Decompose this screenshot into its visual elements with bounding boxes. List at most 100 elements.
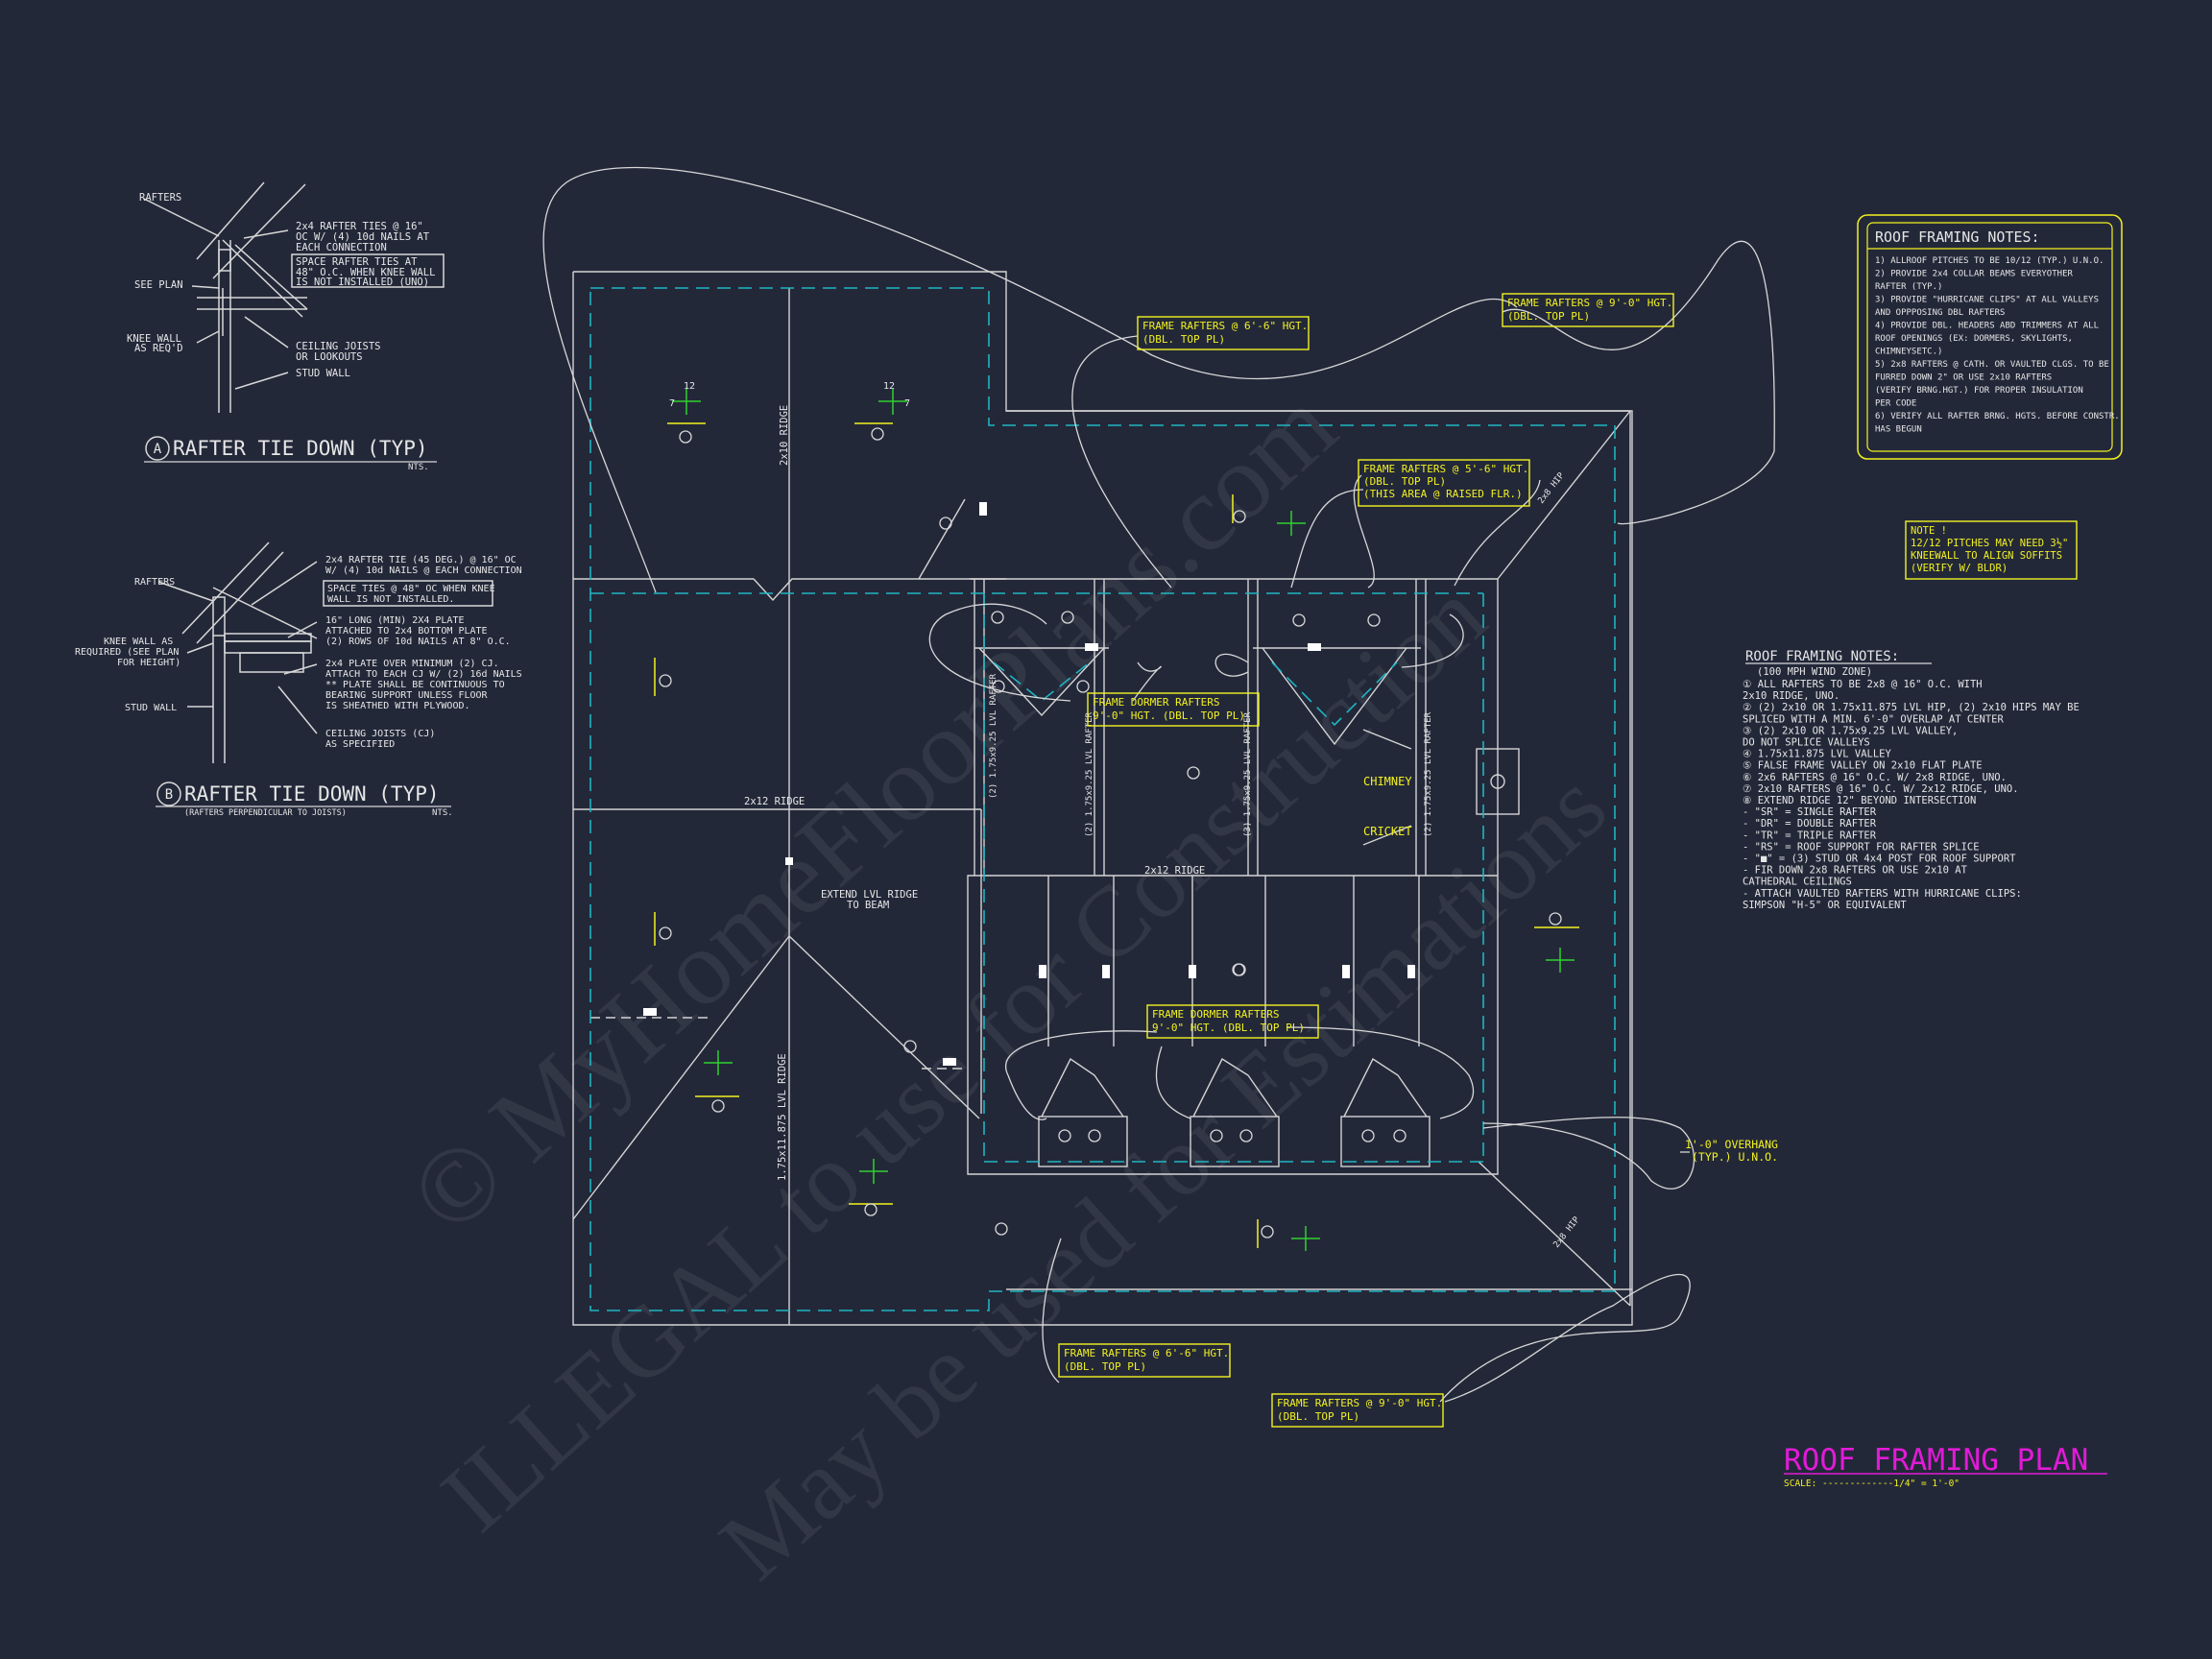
label-lvl-ridge: 1.75x11.875 LVL RIDGE xyxy=(777,1053,788,1181)
note-line-4: (VERIFY W/ BLDR) xyxy=(1911,563,2008,574)
label-ties-3: EACH CONNECTION xyxy=(296,242,387,253)
label-cj-2: AS SPECIFIED xyxy=(325,739,395,750)
notes-box-title: ROOF FRAMING NOTES: xyxy=(1875,228,2040,246)
detail-b-scale: NTS. xyxy=(432,808,453,818)
label-over-4: BEARING SUPPORT UNLESS FLOOR xyxy=(325,690,489,701)
callout-5-line-1: FRAME DORMER RAFTERS xyxy=(1152,1008,1279,1021)
callout-box-3: FRAME RAFTERS @ 5'-6" HGT. (DBL. TOP PL)… xyxy=(1358,459,1530,507)
pitch-mark-1: 12 7 xyxy=(669,381,701,415)
notes-list-line: ① ALL RAFTERS TO BE 2x8 @ 16" O.C. WITH xyxy=(1743,679,1983,690)
callout-6-line-2: (DBL. TOP PL) xyxy=(1064,1360,1146,1373)
label-stud-wall-a: STUD WALL xyxy=(296,368,350,379)
label-ridge-2x12-mid: 2x12 RIDGE xyxy=(1144,865,1205,877)
detail-b-marker: B xyxy=(165,787,173,803)
callout-1-line-2: (DBL. TOP PL) xyxy=(1142,333,1225,346)
notes-box-line: HAS BEGUN xyxy=(1875,425,1922,435)
detail-a-rafter-tie-down xyxy=(143,181,445,413)
pitch-mark-5 xyxy=(859,1159,888,1184)
callout-3-line-2: (DBL. TOP PL) xyxy=(1363,475,1446,488)
notes-list-line: - ATTACH VAULTED RAFTERS WITH HURRICANE … xyxy=(1743,888,2022,900)
notes-box-line: ROOF OPENINGS (EX: DORMERS, SKYLIGHTS, xyxy=(1875,334,2073,344)
pitch-rise: 12 xyxy=(883,381,895,392)
label-knee-b3: FOR HEIGHT) xyxy=(117,658,180,668)
label-over-2: ATTACH TO EACH CJ W/ (2) 16d NAILS xyxy=(325,669,522,680)
notes-list-line: SIMPSON "H-5" OR EQUIVALENT xyxy=(1743,900,1907,911)
label-extend-2: TO BEAM xyxy=(847,900,889,911)
callout-3-line-1: FRAME RAFTERS @ 5'-6" HGT. xyxy=(1363,463,1528,475)
label-hip-top: 2x8 HIP xyxy=(1536,470,1567,506)
post-markers xyxy=(643,502,1415,1066)
label-hip-bottom: 2x8 HIP xyxy=(1551,1214,1582,1250)
label-over-3: ** PLATE SHALL BE CONTINUOUS TO xyxy=(325,680,505,690)
notes-list-line: - "TR" = TRIPLE RAFTER xyxy=(1743,830,1877,841)
detail-a-scale: NTS. xyxy=(408,463,429,472)
label-ties-2: OC W/ (4) 10d NAILS AT xyxy=(296,231,430,243)
callout-1-line-1: FRAME RAFTERS @ 6'-6" HGT. xyxy=(1142,320,1308,332)
callout-7-line-1: FRAME RAFTERS @ 9'-0" HGT. xyxy=(1277,1397,1442,1409)
label-cricket: CRICKET xyxy=(1363,825,1412,838)
callout-box-7: FRAME RAFTERS @ 9'-0" HGT. (DBL. TOP PL) xyxy=(1271,1393,1444,1428)
notes-box-line: 3) PROVIDE "HURRICANE CLIPS" AT ALL VALL… xyxy=(1875,296,2099,305)
detail-a-title: A RAFTER TIE DOWN (TYP) NTS. xyxy=(144,436,437,472)
note-circles xyxy=(659,427,1562,1238)
callout-7-line-2: (DBL. TOP PL) xyxy=(1277,1410,1359,1423)
notes-list-lines: ① ALL RAFTERS TO BE 2x8 @ 16" O.C. WITH … xyxy=(1743,679,2080,911)
notes-box-line: 5) 2x8 RAFTERS @ CATH. OR VAULTED CLGS. … xyxy=(1875,360,2109,370)
notes-list-line: - FIR DOWN 2x8 RAFTERS OR USE 2x10 AT xyxy=(1743,865,1968,877)
pitch-mark-3 xyxy=(1277,511,1306,536)
notes-box-line: 6) VERIFY ALL RAFTER BRNG. HGTS. BEFORE … xyxy=(1875,412,2120,421)
callout-box-2: FRAME RAFTERS @ 9'-0" HGT. (DBL. TOP PL) xyxy=(1502,293,1674,327)
label-extend-1: EXTEND LVL RIDGE xyxy=(821,889,918,901)
notes-list-line: SPLICED WITH A MIN. 6'-0" OVERLAP AT CEN… xyxy=(1743,713,2005,725)
pitch-mark-2: 127 xyxy=(878,381,910,415)
pitch-markers: 127 127 xyxy=(669,381,1575,1251)
label-plate-2: ATTACHED TO 2x4 BOTTOM PLATE xyxy=(325,626,488,637)
label-ridge-2x12-left: 2x12 RIDGE xyxy=(744,796,805,807)
label-lvl-rafter-1: (2) 1.75x9.25 LVL RAFTER xyxy=(989,673,998,799)
notes-box-line: FURRED DOWN 2" OR USE 2x10 RAFTERS xyxy=(1875,373,2052,383)
note-box: NOTE ! 12/12 PITCHES MAY NEED 3½" KNEEWA… xyxy=(1905,520,2078,580)
notes-list-subtitle: (100 MPH WIND ZONE) xyxy=(1757,666,1872,678)
notes-list-line: ⑦ 2x10 RAFTERS @ 16" O.C. W/ 2x12 RIDGE,… xyxy=(1743,783,2019,795)
notes-list-line: - "■" = (3) STUD OR 4x4 POST FOR ROOF SU… xyxy=(1743,854,2016,865)
callout-box-6: FRAME RAFTERS @ 6'-6" HGT. (DBL. TOP PL) xyxy=(1058,1343,1231,1378)
label-ties-1: 2x4 RAFTER TIES @ 16" xyxy=(296,221,423,232)
label-ceiling-2: OR LOOKOUTS xyxy=(296,351,363,363)
title-block: ROOF FRAMING PLAN SCALE: -------------1/… xyxy=(1784,1443,2107,1489)
callout-2-line-1: FRAME RAFTERS @ 9'-0" HGT. xyxy=(1507,297,1672,309)
flow-arrows xyxy=(654,422,1579,1248)
detail-a-title-text: RAFTER TIE DOWN (TYP) xyxy=(173,437,428,460)
callout-4-line-2: 9'-0" HGT. (DBL. TOP PL) xyxy=(1093,709,1245,722)
notes-list-line: - "SR" = SINGLE RAFTER xyxy=(1743,806,1877,818)
overhang-lines xyxy=(589,287,1616,1311)
notes-box-line: CHIMNEYSETC.) xyxy=(1875,348,1942,357)
notes-list-line: CATHEDRAL CEILINGS xyxy=(1743,877,1852,888)
label-cj-1: CEILING JOISTS (CJ) xyxy=(325,729,435,739)
callout-4-line-1: FRAME DORMER RAFTERS xyxy=(1093,696,1219,709)
notes-box-line: AND OPPPOSING DBL RAFTERS xyxy=(1875,308,2005,318)
note-line-3: KNEEWALL TO ALIGN SOFFITS xyxy=(1911,550,2062,562)
label-plate-1: 16" LONG (MIN) 2X4 PLATE xyxy=(325,615,465,626)
detail-b-subtitle: (RAFTERS PERPENDICULAR TO JOISTS) xyxy=(184,808,347,818)
label-ceiling-1: CEILING JOISTS xyxy=(296,341,381,352)
detail-b-title: B RAFTER TIE DOWN (TYP) (RAFTERS PERPEND… xyxy=(156,781,453,818)
plan-scale: SCALE: -------------1/4" = 1'-0" xyxy=(1784,1479,1960,1489)
notes-box-line: (VERIFY BRNG.HGT.) FOR PROPER INSULATION xyxy=(1875,386,2083,396)
label-space-b1: SPACE TIES @ 48" OC WHEN KNEE xyxy=(327,584,495,594)
pitch-run: 7 xyxy=(669,398,675,409)
notes-list-line: ④ 1.75x11.875 LVL VALLEY xyxy=(1743,749,1891,760)
detail-b-title-text: RAFTER TIE DOWN (TYP) xyxy=(184,782,440,805)
callout-2-line-2: (DBL. TOP PL) xyxy=(1507,310,1590,323)
notes-list-line: ③ (2) 2x10 OR 1.75x9.25 LVL VALLEY, xyxy=(1743,725,1958,736)
notes-list-line: - "RS" = ROOF SUPPORT FOR RAFTER SPLICE xyxy=(1743,841,1980,853)
callout-box-5: FRAME DORMER RAFTERS 9'-0" HGT. (DBL. TO… xyxy=(1146,1004,1319,1039)
label-lvl-rafter-3: (3) 1.75x9.25 LVL RAFTER xyxy=(1243,711,1253,837)
callout-box-4: FRAME DORMER RAFTERS 9'-0" HGT. (DBL. TO… xyxy=(1087,692,1260,727)
label-tie-2: W/ (4) 10d NAILS @ EACH CONNECTION xyxy=(325,565,522,576)
pitch-rise: 12 xyxy=(684,381,695,392)
label-see-plan: SEE PLAN xyxy=(134,279,183,291)
notes-list-line: ⑥ 2x6 RAFTERS @ 16" O.C. W/ 2x8 RIDGE, U… xyxy=(1743,772,2007,783)
plan-title: ROOF FRAMING PLAN xyxy=(1784,1443,2088,1478)
notes-list-line: DO NOT SPLICE VALLEYS xyxy=(1743,737,1870,749)
